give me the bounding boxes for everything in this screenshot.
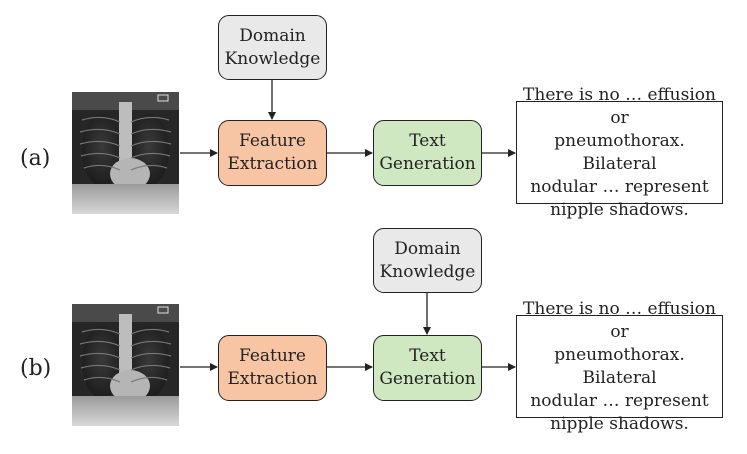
domain-knowledge-box-b: Domain Knowledge xyxy=(373,228,482,293)
feature-extraction-box-a: Feature Extraction xyxy=(218,120,327,186)
text-generation-box-a: Text Generation xyxy=(373,120,482,186)
domain-knowledge-box-a: Domain Knowledge xyxy=(218,15,327,80)
panel-b-label: (b) xyxy=(20,356,52,381)
panel-a-label: (a) xyxy=(20,146,51,171)
chest-xray-image-b xyxy=(72,304,179,426)
text-generation-box-b: Text Generation xyxy=(373,335,482,401)
chest-xray-image-a xyxy=(72,92,179,214)
feature-extraction-box-b: Feature Extraction xyxy=(218,335,327,401)
